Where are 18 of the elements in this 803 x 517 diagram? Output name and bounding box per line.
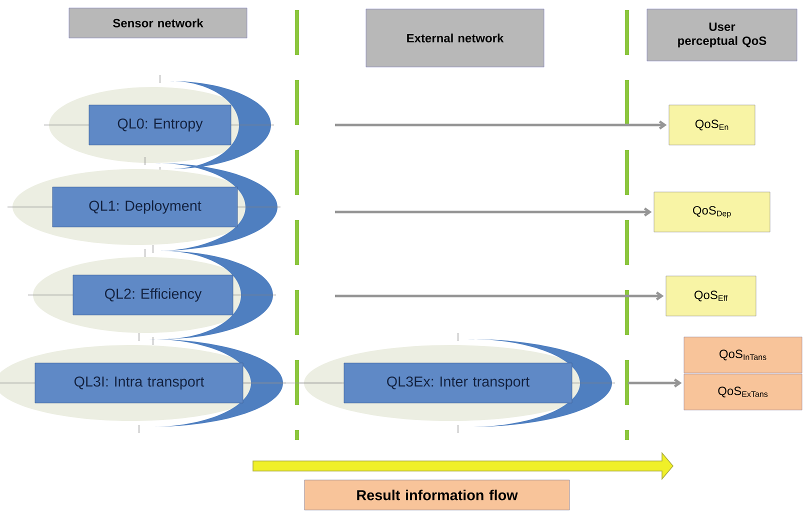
caption-box: Result information flow [304,480,570,510]
column-header: User perceptual QoS [646,8,798,62]
quality-level-box: QL3I: Intra transport [34,362,244,404]
qos-box: QoS$_{En}$ [668,104,756,146]
qos-box: QoS$_{Dep}$ [654,192,770,232]
arrow [335,207,652,217]
arrow [628,378,682,388]
quality-level-box: QL1: Deployment [52,186,238,228]
column-header: External network [366,8,544,68]
qos-box: QoS$_{InTans}$ [684,336,802,374]
arrow [335,291,664,301]
quality-level-box: QL3Ex: Inter transport [344,362,572,404]
quality-level-box: QL2: Efficiency [72,274,234,316]
qos-box: QoS$_{ExTans}$ [684,374,802,410]
column-header: Sensor network [68,8,248,38]
qos-box: QoS$_{Eff}$ [666,276,756,316]
quality-level-box: QL0: Entropy [88,104,232,146]
arrow [335,120,667,130]
